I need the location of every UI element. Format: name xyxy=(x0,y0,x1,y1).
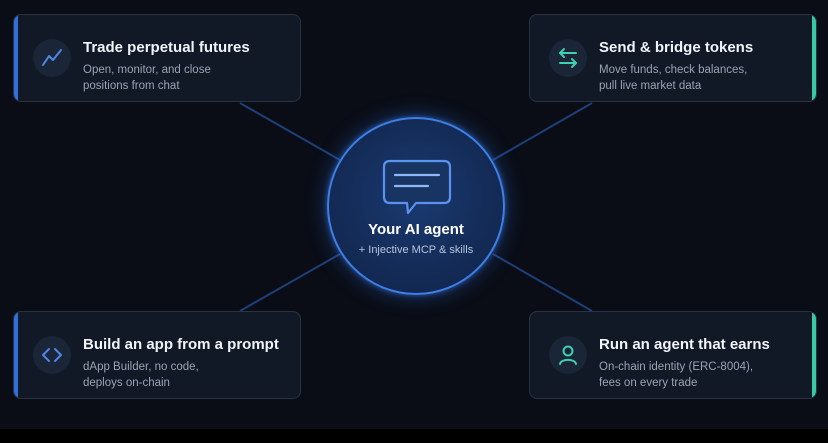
card-description: Move funds, check balances, pull live ma… xyxy=(599,63,809,94)
swap-arrows-icon xyxy=(549,39,587,77)
card-description: On-chain identity (ERC-8004), fees on ev… xyxy=(599,360,809,391)
chat-bubble-icon xyxy=(382,159,452,222)
card-description-line: positions from chat xyxy=(83,79,180,92)
connector-top-right xyxy=(492,102,593,161)
ai-agent-hub: Your AI agent + Injective MCP & skills xyxy=(327,117,505,295)
bottom-bar xyxy=(0,429,828,443)
connector-bottom-right xyxy=(492,253,593,312)
card-accent-bar xyxy=(812,15,816,101)
card-description-line: pull live market data xyxy=(599,79,702,92)
code-brackets-icon xyxy=(33,336,71,374)
card-title: Trade perpetual futures xyxy=(83,39,250,56)
card-accent-bar xyxy=(14,15,18,101)
card-description-line: Move funds, check balances, xyxy=(599,64,748,76)
card-trade-perpetual-futures: Trade perpetual futures Open, monitor, a… xyxy=(13,14,301,102)
card-title: Send & bridge tokens xyxy=(599,39,754,56)
card-send-bridge-tokens: Send & bridge tokens Move funds, check b… xyxy=(529,14,817,102)
card-run-agent-that-earns: Run an agent that earns On-chain identit… xyxy=(529,311,817,399)
card-accent-bar xyxy=(14,312,18,398)
hub-subtitle: + Injective MCP & skills xyxy=(358,244,474,256)
connector-bottom-left xyxy=(239,253,341,312)
card-build-app-from-prompt: Build an app from a prompt dApp Builder,… xyxy=(13,311,301,399)
connector-top-left xyxy=(239,102,341,161)
card-description: dApp Builder, no code, deploys on-chain xyxy=(83,360,293,391)
card-description-line: dApp Builder, no code, xyxy=(83,361,199,373)
card-description-line: fees on every trade xyxy=(599,376,698,389)
card-description: Open, monitor, and close positions from … xyxy=(83,63,293,94)
diagram-canvas: Trade perpetual futures Open, monitor, a… xyxy=(0,0,828,429)
user-icon xyxy=(549,336,587,374)
hub-title: Your AI agent xyxy=(368,221,464,238)
card-title: Build an app from a prompt xyxy=(83,336,279,353)
trend-line-icon xyxy=(33,39,71,77)
card-description-line: Open, monitor, and close xyxy=(83,64,211,76)
card-title: Run an agent that earns xyxy=(599,336,770,353)
card-accent-bar xyxy=(812,312,816,398)
card-description-line: On-chain identity (ERC-8004), xyxy=(599,361,754,373)
card-description-line: deploys on-chain xyxy=(83,376,170,389)
connector-lines xyxy=(239,102,593,312)
